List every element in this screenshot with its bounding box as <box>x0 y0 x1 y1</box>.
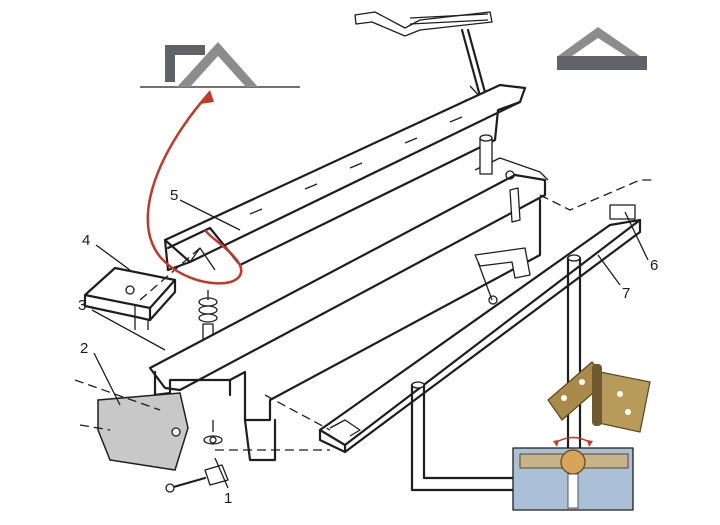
guide-pin <box>479 134 493 175</box>
part-label-2: 2 <box>80 340 88 357</box>
triangle-section-icon <box>557 27 647 70</box>
leader-lines <box>91 199 649 489</box>
part-label-5: 5 <box>170 187 178 204</box>
part-label-4: 4 <box>82 232 90 249</box>
bend-direction-arrow <box>146 90 243 285</box>
part-label-6: 6 <box>650 257 658 274</box>
clamp-plate <box>83 266 177 330</box>
hinge-cross-section-icon <box>512 436 634 511</box>
part-label-1: 1 <box>224 490 232 507</box>
bending-leaf <box>318 204 642 454</box>
assembly-guide-lines <box>74 179 655 451</box>
part-label-7: 7 <box>622 285 630 302</box>
top-angle-bar <box>163 83 527 272</box>
side-clamp <box>474 187 531 305</box>
angle-section-icon <box>140 42 300 88</box>
axle-bolt <box>165 420 229 493</box>
part-label-3: 3 <box>78 297 86 314</box>
channel-beam <box>148 157 549 462</box>
end-plate <box>97 392 189 471</box>
door-hinge-icon <box>547 361 651 433</box>
